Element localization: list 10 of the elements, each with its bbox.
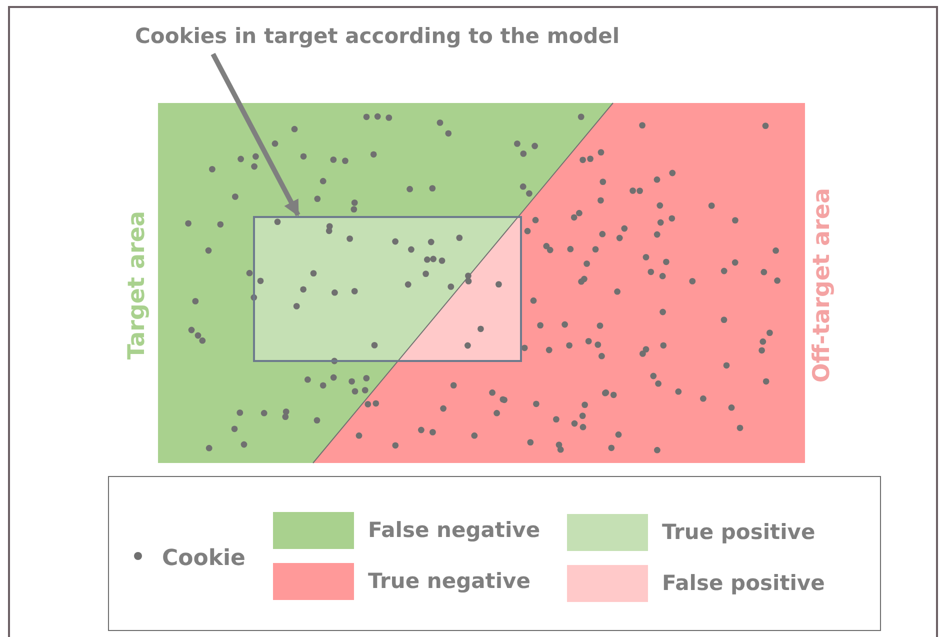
model-rectangle (253, 216, 522, 362)
callout-text: Cookies in target according to the model (135, 24, 620, 48)
leader-arrow (210, 52, 300, 216)
area-label: Target area (124, 210, 150, 360)
legend-label: Cookie (162, 546, 246, 570)
legend-label: True positive (662, 520, 816, 544)
legend-label: False positive (662, 571, 825, 595)
legend-label: False negative (368, 518, 540, 542)
legend-label: True negative (368, 569, 530, 593)
area-label: Off-target area (809, 188, 835, 382)
